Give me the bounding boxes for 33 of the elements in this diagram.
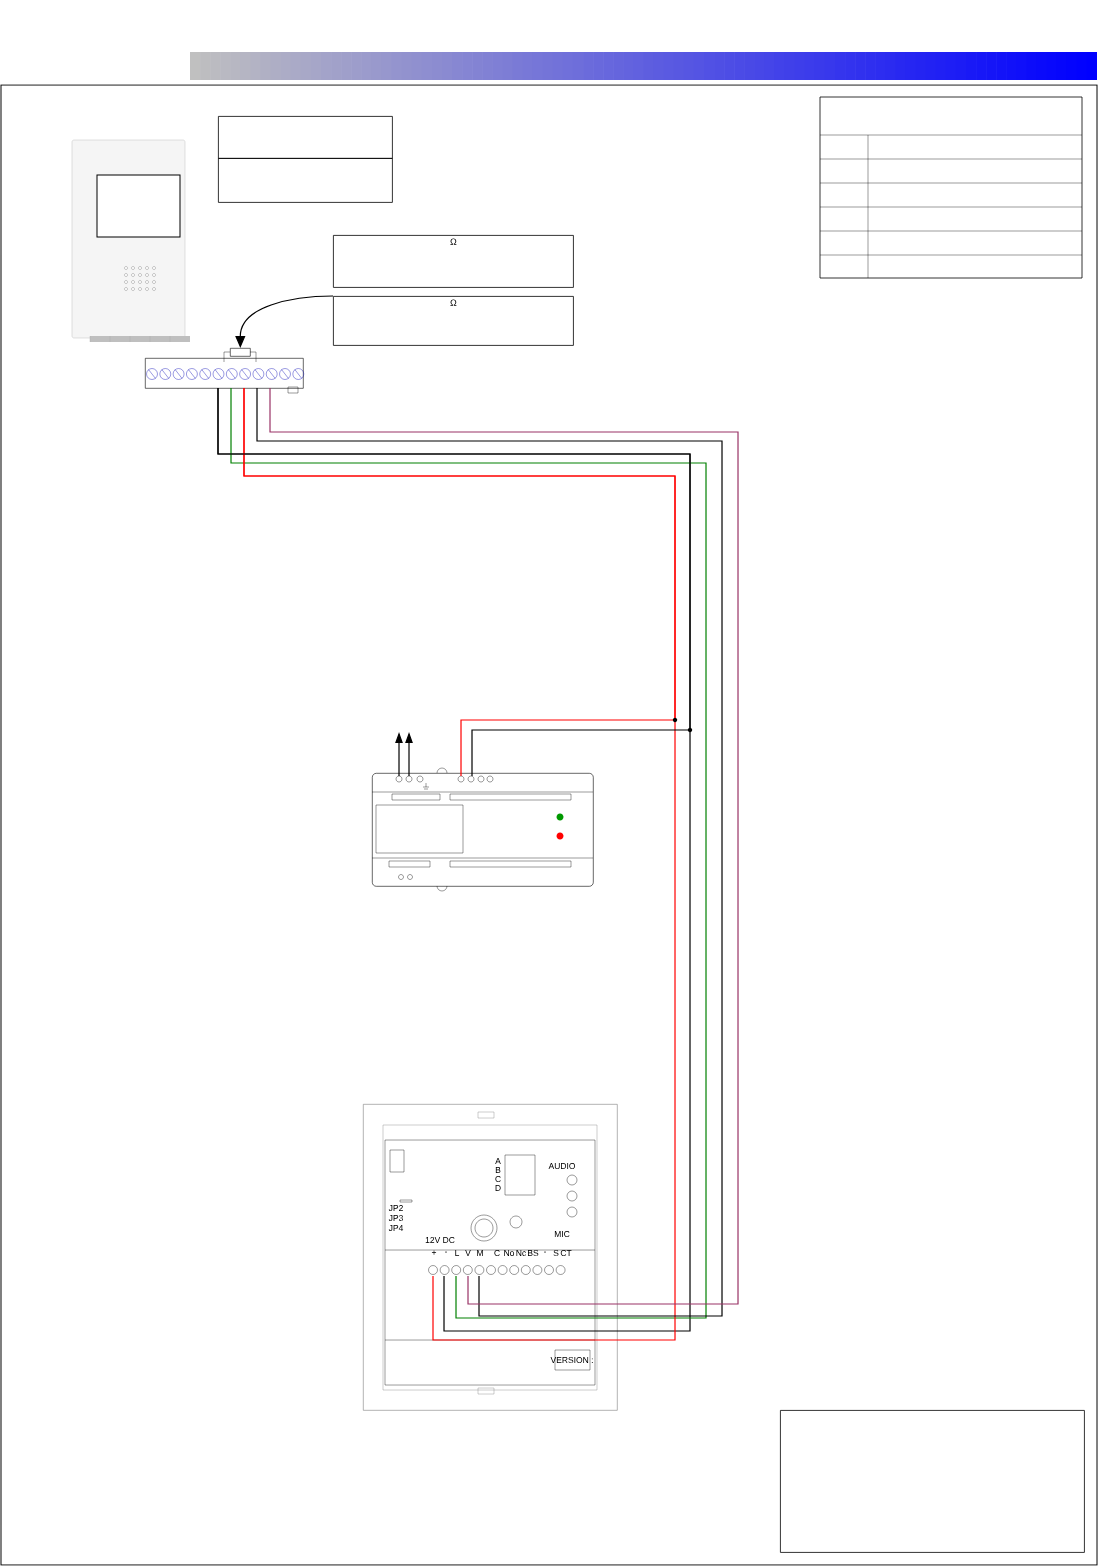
text-box xyxy=(218,116,393,159)
board-label: M xyxy=(477,1250,483,1256)
board-label: + xyxy=(431,1250,437,1255)
terminal-strip xyxy=(145,358,304,394)
board-label: Nc xyxy=(516,1250,526,1256)
board-label: AUDIO xyxy=(548,1163,576,1169)
arrow xyxy=(235,295,334,348)
board-label: C xyxy=(495,1176,501,1182)
board-label: - xyxy=(444,1251,448,1253)
text-box xyxy=(218,158,393,203)
board-label: No xyxy=(504,1250,515,1256)
board-label: VERSION : xyxy=(550,1357,593,1363)
monitor-drawing xyxy=(363,1104,618,1411)
power-supply-drawing xyxy=(371,767,594,892)
resistor-note-box: Ω xyxy=(333,296,574,346)
board-label: MIC xyxy=(554,1231,570,1237)
board-label: - xyxy=(543,1251,547,1253)
board-label: C xyxy=(494,1250,500,1256)
resistor-symbol xyxy=(223,348,257,363)
board-label: 12V DC xyxy=(425,1237,455,1243)
board-label: V xyxy=(465,1250,471,1256)
board-label: S xyxy=(553,1250,559,1256)
board-label: A xyxy=(495,1158,501,1164)
board-label: D xyxy=(495,1185,501,1191)
board-label: JP2 xyxy=(388,1205,403,1211)
board-label: CT xyxy=(560,1250,572,1256)
board-label: L xyxy=(455,1250,460,1256)
board-label: B xyxy=(495,1167,501,1173)
board-label: JP4 xyxy=(388,1225,404,1231)
board-label: BS xyxy=(528,1250,539,1256)
resistor-note-box: Ω xyxy=(333,235,574,288)
text-box xyxy=(780,1410,1085,1553)
board-label: JP3 xyxy=(388,1215,403,1221)
